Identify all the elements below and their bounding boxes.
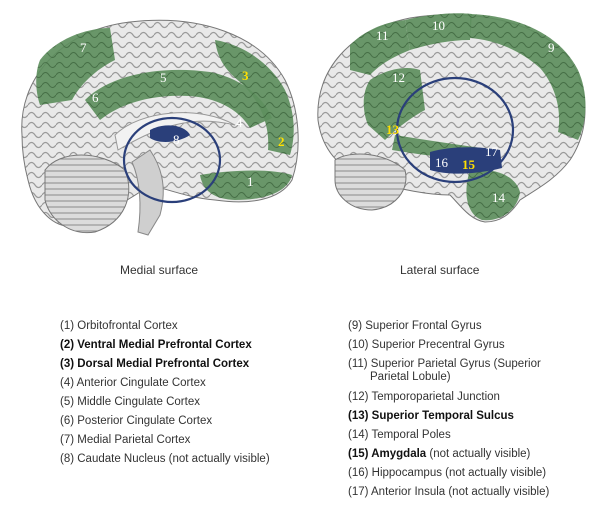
- legend-item-14: (14) Temporal Poles: [348, 426, 549, 445]
- legend-item-9: (9) Superior Frontal Gyrus: [348, 317, 549, 336]
- legend-item-15: (15) Amygdala (not actually visible): [348, 445, 549, 464]
- label-3: 3: [242, 68, 249, 83]
- legend-item-3: (3) Dorsal Medial Prefrontal Cortex: [60, 355, 270, 374]
- label-9: 9: [548, 40, 555, 55]
- legend-item-5: (5) Middle Cingulate Cortex: [60, 393, 270, 412]
- label-5: 5: [160, 70, 167, 85]
- legend-item-10: (10) Superior Precentral Gyrus: [348, 336, 549, 355]
- label-2: 2: [278, 134, 285, 149]
- lateral-brain: 11 10 9 12 13 16 15 17 14: [318, 13, 586, 222]
- legend-left: (1) Orbitofrontal Cortex (2) Ventral Med…: [60, 317, 270, 469]
- label-15: 15: [462, 157, 476, 172]
- legend-item-6: (6) Posterior Cingulate Cortex: [60, 412, 270, 431]
- legend-item-17: (17) Anterior Insula (not actually visib…: [348, 483, 549, 502]
- legend-item-12: (12) Temporoparietal Junction: [348, 388, 549, 407]
- legend-right: (9) Superior Frontal Gyrus (10) Superior…: [348, 317, 549, 502]
- cerebellum: [45, 155, 129, 233]
- medial-brain: 7 6 5 4 3 2 1 8: [22, 20, 298, 235]
- legend-item-15-note: (not actually visible): [426, 448, 530, 460]
- label-11: 11: [376, 28, 389, 43]
- label-17: 17: [485, 144, 499, 159]
- caption-lateral: Lateral surface: [400, 263, 479, 277]
- legend-item-13: (13) Superior Temporal Sulcus: [348, 407, 549, 426]
- label-12: 12: [392, 70, 405, 85]
- legend-item-15-name: (15) Amygdala: [348, 448, 426, 460]
- legend-item-7: (7) Medial Parietal Cortex: [60, 431, 270, 450]
- label-4: 4: [236, 115, 243, 130]
- label-16: 16: [435, 155, 449, 170]
- label-1: 1: [247, 174, 254, 189]
- label-8: 8: [173, 132, 180, 147]
- label-10: 10: [432, 18, 445, 33]
- label-13: 13: [386, 122, 400, 137]
- legend-item-2: (2) Ventral Medial Prefrontal Cortex: [60, 336, 270, 355]
- legend-item-16: (16) Hippocampus (not actually visible): [348, 464, 549, 483]
- legend-item-8: (8) Caudate Nucleus (not actually visibl…: [60, 450, 270, 469]
- label-6: 6: [92, 90, 99, 105]
- lateral-cerebellum: [335, 154, 406, 210]
- legend-item-4: (4) Anterior Cingulate Cortex: [60, 374, 270, 393]
- caption-medial: Medial surface: [120, 263, 198, 277]
- legend-item-1: (1) Orbitofrontal Cortex: [60, 317, 270, 336]
- label-14: 14: [492, 190, 506, 205]
- label-7: 7: [80, 40, 87, 55]
